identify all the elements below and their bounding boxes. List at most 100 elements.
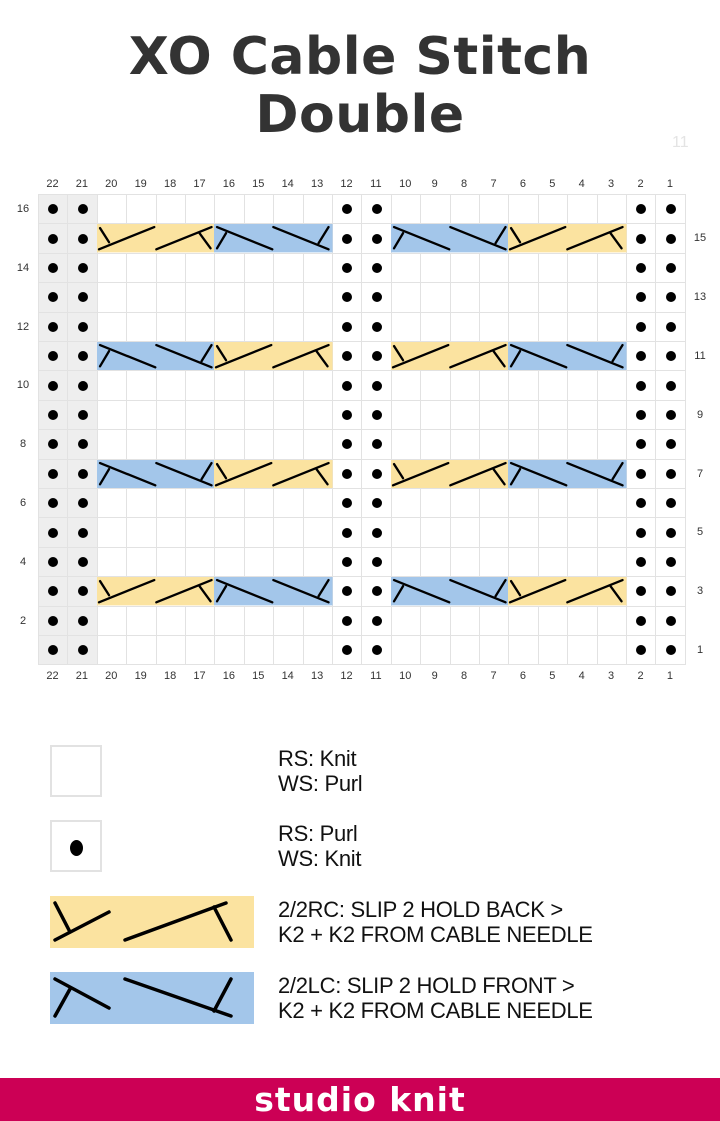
- knit-cell: [479, 605, 510, 636]
- purl-dot-icon: [636, 439, 647, 450]
- knit-cell: [479, 635, 510, 666]
- purl-dot-icon: [371, 351, 382, 362]
- knit-cell: [537, 429, 569, 460]
- purl-cell: [361, 252, 392, 284]
- purl-dot-icon: [77, 292, 88, 303]
- knit-cell: [155, 194, 186, 225]
- column-number-top: 19: [134, 178, 147, 190]
- column-number-bottom: 7: [490, 670, 497, 682]
- column-number-bottom: 12: [340, 670, 353, 682]
- column-number-top: 18: [163, 178, 177, 190]
- brand-logo-text: studio knit: [254, 1080, 466, 1119]
- purl-cell: [626, 252, 657, 284]
- knit-cell: [126, 370, 157, 401]
- legend-purl-rs: RS: Purl: [278, 821, 358, 846]
- knit-cell: [420, 194, 451, 225]
- column-number-bottom: 15: [252, 670, 265, 682]
- purl-dot-icon: [665, 409, 676, 420]
- knit-cell: [390, 488, 422, 519]
- knit-cell: [390, 311, 422, 342]
- knit-cell: [273, 605, 304, 636]
- purl-cell: [38, 311, 69, 342]
- column-number-bottom: 16: [222, 670, 236, 682]
- purl-dot-icon: [48, 380, 59, 391]
- knit-cell: [155, 488, 186, 519]
- column-number-bottom: 8: [461, 670, 468, 682]
- purl-dot-icon: [77, 468, 88, 479]
- row-number-left: 16: [16, 203, 30, 215]
- purl-cell: [67, 282, 98, 313]
- knit-cell: [302, 635, 333, 666]
- knit-cell: [302, 605, 333, 636]
- column-number-top: 2: [637, 178, 644, 190]
- purl-dot-icon: [371, 439, 382, 450]
- column-number-top: 17: [193, 178, 206, 190]
- knit-cell: [390, 370, 422, 401]
- knit-cell: [185, 517, 216, 548]
- knit-cell: [567, 282, 598, 313]
- rc-cable-icon: [390, 341, 510, 371]
- purl-cell: [655, 252, 686, 284]
- purl-dot-icon: [77, 645, 88, 656]
- knit-cell: [214, 282, 245, 313]
- purl-cell: [655, 546, 686, 578]
- knit-cell: [479, 429, 510, 460]
- knit-cell: [126, 546, 157, 578]
- purl-cell: [626, 341, 657, 372]
- purl-dot-icon: [636, 380, 647, 391]
- rc-cable-icon: [508, 223, 627, 253]
- knit-cell: [96, 517, 128, 548]
- purl-cell: [626, 576, 657, 607]
- column-number-bottom: 3: [608, 670, 615, 682]
- knit-cell: [214, 194, 245, 225]
- purl-cell: [361, 429, 392, 460]
- column-number-bottom: 14: [281, 670, 294, 682]
- knit-cell: [302, 370, 333, 401]
- purl-dot-icon: [636, 498, 647, 509]
- purl-cell: [361, 576, 392, 607]
- watermark: 11: [672, 134, 689, 151]
- knit-cell: [214, 370, 245, 401]
- rc-cable-icon: [214, 459, 333, 489]
- knit-cell: [449, 282, 480, 313]
- purl-dot-icon: [371, 409, 382, 420]
- purl-dot-icon: [665, 645, 676, 656]
- row-number-left: 8: [19, 438, 27, 451]
- purl-cell: [655, 605, 686, 636]
- knit-cell: [479, 546, 510, 578]
- lc-cable-icon: [214, 223, 333, 253]
- knit-cell: [420, 399, 451, 431]
- knit-cell: [126, 252, 157, 284]
- knit-cell: [537, 370, 569, 401]
- knit-cell: [273, 370, 304, 401]
- purl-cell: [332, 635, 363, 666]
- knit-cell: [449, 517, 480, 548]
- purl-dot-icon: [371, 292, 382, 303]
- knit-cell: [479, 399, 510, 431]
- knit-cell: [273, 488, 304, 519]
- column-number-bottom: 2: [637, 670, 644, 682]
- purl-cell: [626, 605, 657, 636]
- purl-cell: [332, 517, 363, 548]
- purl-dot-icon: [48, 527, 59, 538]
- knit-cell: [214, 488, 245, 519]
- legend-rc-text: 2/2RC: SLIP 2 HOLD BACK > K2 + K2 FROM C…: [278, 897, 593, 947]
- knit-cell: [449, 311, 480, 342]
- row-number-right: 13: [693, 291, 707, 304]
- knit-cell: [449, 429, 480, 460]
- knit-cell: [273, 282, 304, 313]
- purl-cell: [67, 223, 98, 254]
- purl-dot-icon: [48, 586, 59, 597]
- knit-cell: [96, 282, 128, 313]
- purl-dot-icon: [77, 556, 88, 567]
- knit-cell: [596, 399, 627, 431]
- knit-cell: [96, 429, 128, 460]
- knit-cell: [390, 252, 422, 284]
- knit-cell: [126, 282, 157, 313]
- column-number-top: 9: [431, 178, 438, 190]
- knit-cell: [567, 429, 598, 460]
- knit-cell: [449, 546, 480, 578]
- purl-dot-icon: [636, 645, 647, 656]
- purl-dot-icon: [77, 351, 88, 362]
- purl-dot-icon: [665, 262, 676, 273]
